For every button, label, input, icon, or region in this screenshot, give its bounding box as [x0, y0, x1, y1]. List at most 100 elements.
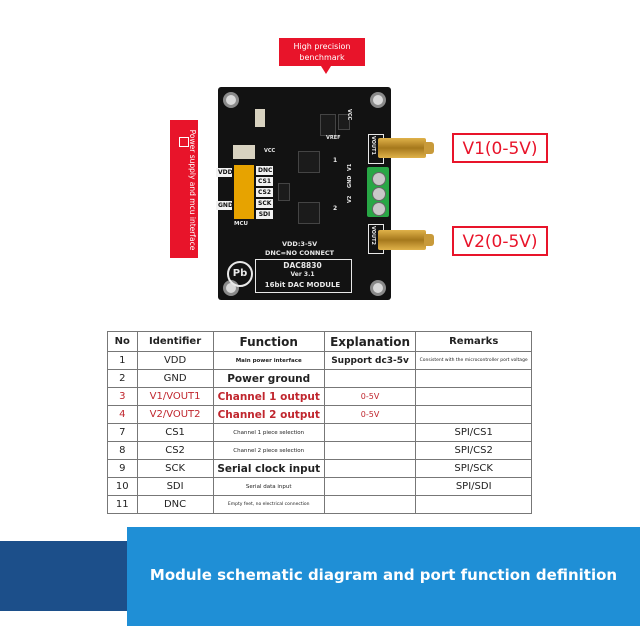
cell-remarks: SPI/SCK [415, 459, 532, 478]
table-row: 4 V2/VOUT2 Channel 2 output 0-5V [107, 405, 532, 424]
channel-mark-2: 2 [333, 205, 338, 212]
dac-board: VCC VREF VCC VOUT1 VOUT2 1 2 VDD GND MCU… [216, 87, 391, 300]
mounting-hole-icon [370, 92, 386, 108]
pin-label-dnc: DNC [256, 166, 273, 175]
v2-callout-text: V2(0-5V) [462, 232, 538, 252]
power-led-icon [233, 145, 255, 159]
vdd-note: VDD:3-5V [282, 240, 318, 248]
cell-identifier: V2/VOUT2 [136, 405, 214, 424]
resistor-icon [278, 183, 290, 201]
capacitor-icon [255, 109, 265, 127]
cell-remarks [415, 405, 532, 424]
pin-label-sck: SCK [256, 199, 273, 208]
table-row: 10 SDI Serial data input SPI/SDI [107, 477, 532, 496]
cell-function: Empty feet, no electrical connection [212, 495, 325, 514]
table-row: 1 VDD Main power interface Support dc3-5… [107, 351, 532, 370]
screw-terminal-icon [367, 167, 389, 217]
benchmark-callout: High precision benchmark [279, 38, 365, 66]
cell-no: 3 [107, 387, 138, 406]
reference-chip-icon [320, 114, 336, 136]
cell-function: Power ground [212, 369, 325, 388]
cell-explanation: 0-5V [323, 387, 417, 406]
screw-label-v1: V1 [347, 163, 353, 171]
chip-name-label: DAC8830 [283, 261, 322, 270]
cell-explanation [323, 459, 417, 478]
vcc-label: VCC [264, 148, 276, 154]
cell-function: Channel 1 piece selection [212, 423, 325, 442]
table-row: 9 SCK Serial clock input SPI/SCK [107, 459, 532, 478]
cell-no: 1 [107, 351, 138, 370]
table-row: 2 GND Power ground [107, 369, 532, 388]
pin-label-gnd: GND [216, 201, 233, 210]
cell-identifier: CS1 [136, 423, 214, 442]
cell-function: Main power interface [212, 351, 325, 370]
cell-identifier: VDD [136, 351, 214, 370]
callout-square-icon [179, 137, 189, 147]
channel-mark-1: 1 [333, 157, 338, 164]
port-function-table: No Identifier Function Explanation Remar… [107, 331, 532, 514]
cell-identifier: V1/VOUT1 [136, 387, 214, 406]
sma-connector-1-icon [378, 138, 426, 158]
cell-no: 11 [107, 495, 138, 514]
cell-explanation [323, 441, 417, 460]
cell-no: 4 [107, 405, 138, 424]
dac-chip-1-icon [298, 151, 320, 173]
pb-logo-icon: Pb [227, 261, 253, 287]
cell-explanation [323, 477, 417, 496]
cell-explanation [323, 495, 417, 514]
cell-no: 2 [107, 369, 138, 388]
cell-no: 8 [107, 441, 138, 460]
pin-label-cs1: CS1 [256, 177, 273, 186]
cell-remarks [415, 495, 532, 514]
mcu-label: MCU [234, 221, 248, 227]
module-label-box [255, 259, 352, 293]
pin-header-icon [234, 165, 254, 219]
table-row: 3 V1/VOUT1 Channel 1 output 0-5V [107, 387, 532, 406]
screw-label-v2: V2 [347, 195, 353, 203]
header-identifier: Identifier [136, 331, 214, 352]
v1-callout-text: V1(0-5V) [462, 139, 538, 159]
screw-icon [372, 202, 386, 216]
cell-function: Channel 1 output [212, 387, 325, 406]
cell-identifier: GND [136, 369, 214, 388]
cell-explanation [323, 369, 417, 388]
sma-connector-2-icon [378, 230, 426, 250]
reference-chip-icon [338, 114, 350, 130]
pin-label-sdi: SDI [256, 210, 273, 219]
cell-explanation: Support dc3-5v [323, 351, 417, 370]
cell-function: Serial clock input [212, 459, 325, 478]
banner-band-blue [127, 527, 640, 626]
vout2-label: VOUT2 [370, 226, 376, 245]
vout1-label: VOUT1 [370, 136, 376, 155]
sma-tip-2-icon [424, 234, 434, 246]
cell-no: 9 [107, 459, 138, 478]
power-callout: Power supply and mcu interface [170, 120, 198, 258]
pin-label-vdd: VDD [216, 168, 233, 177]
vref-label: VREF [326, 135, 341, 141]
table-row: 8 CS2 Channel 2 piece selection SPI/CS2 [107, 441, 532, 460]
cell-no: 10 [107, 477, 138, 496]
cell-remarks [415, 387, 532, 406]
header-function: Function [212, 331, 325, 352]
header-no: No [107, 331, 138, 352]
mounting-hole-icon [370, 280, 386, 296]
cell-function: Channel 2 output [212, 405, 325, 424]
v2-callout: V2(0-5V) [452, 226, 548, 256]
table-header-row: No Identifier Function Explanation Remar… [107, 331, 532, 352]
sma-tip-1-icon [424, 142, 434, 154]
cell-remarks: SPI/CS2 [415, 441, 532, 460]
pb-logo-text: Pb [232, 268, 248, 279]
cell-remarks: Consistent with the microcontroller port… [415, 351, 532, 370]
table-row: 7 CS1 Channel 1 piece selection SPI/CS1 [107, 423, 532, 442]
cell-function: Channel 2 piece selection [212, 441, 325, 460]
cell-function: Serial data input [212, 477, 325, 496]
benchmark-callout-text: High precision benchmark [293, 42, 351, 62]
power-callout-text: Power supply and mcu interface [188, 129, 197, 251]
vcc-label-top: VCC [346, 109, 352, 121]
cell-identifier: DNC [136, 495, 214, 514]
cell-remarks [415, 369, 532, 388]
header-remarks: Remarks [415, 331, 532, 352]
screw-icon [372, 172, 386, 186]
screw-label-gnd: GND [347, 175, 353, 188]
cell-identifier: SDI [136, 477, 214, 496]
